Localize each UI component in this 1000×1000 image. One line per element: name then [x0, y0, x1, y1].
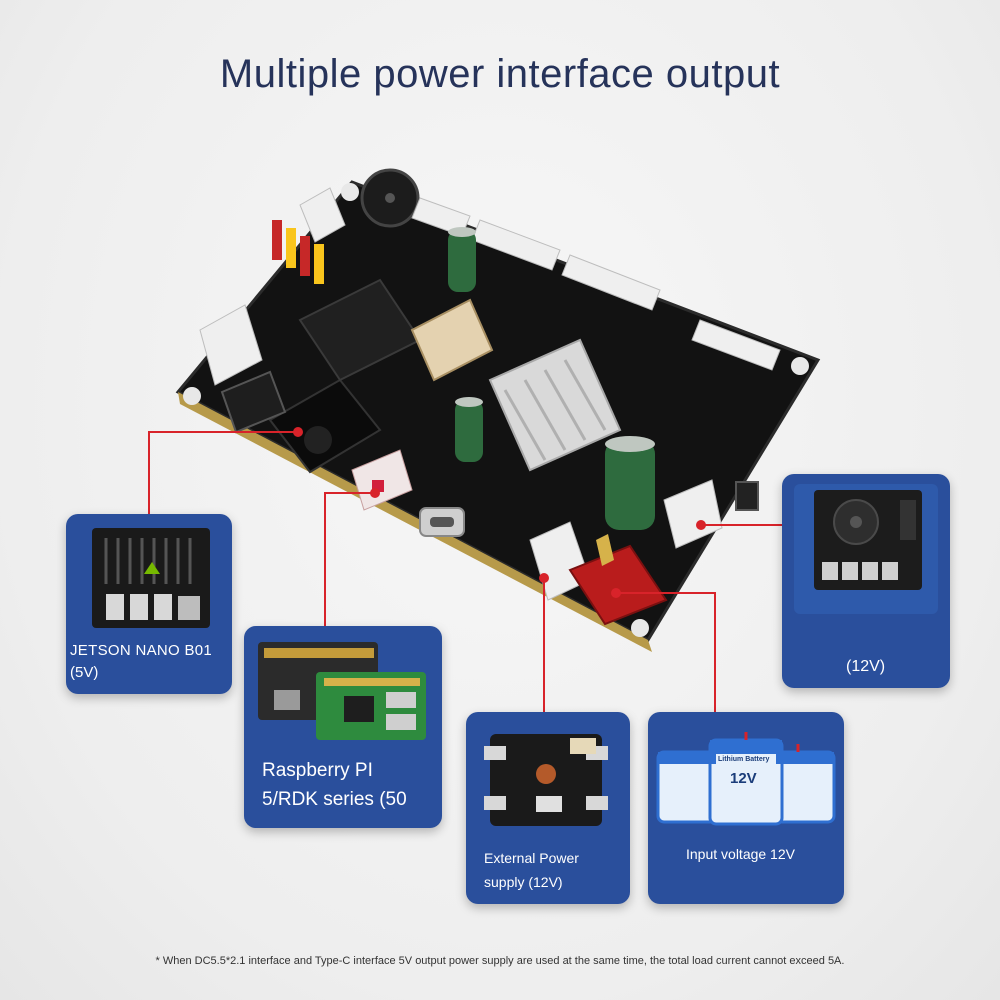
connector-line-external-v — [543, 578, 545, 718]
heatsink — [488, 338, 622, 472]
footnote: * When DC5.5*2.1 interface and Type-C in… — [155, 955, 845, 967]
jetson-orin-image — [814, 490, 922, 590]
pcb-edge — [178, 392, 652, 652]
jetson-label-name: JETSON NANO B01 — [70, 642, 213, 659]
connector-dot-external — [539, 573, 549, 583]
input-voltage-label: Input voltage 12V — [686, 846, 795, 862]
jetson-nano-image — [92, 528, 210, 628]
external-label-line2: supply (12V) — [484, 874, 563, 890]
power-switch — [735, 481, 759, 511]
connector-line-raspberry-h — [324, 492, 374, 494]
connector-line-input-v — [714, 592, 716, 716]
page-title: Multiple power interface output — [219, 52, 781, 96]
battery-brand-label: Lithium Battery — [718, 756, 770, 763]
connector-line-input-h — [616, 592, 716, 594]
dc-jack — [268, 378, 382, 474]
top-connectors — [411, 197, 781, 371]
connector-line-jetson-h — [148, 431, 298, 433]
card-external-power: External Power supply (12V) — [466, 712, 630, 904]
card-orin-12v: (12V) — [782, 474, 950, 688]
raspberry-pi-image — [258, 642, 426, 740]
connector-dot-jetson — [293, 427, 303, 437]
card-input-voltage: Lithium Battery 12V Input voltage 12V — [648, 712, 844, 904]
battery-voltage-label: 12V — [730, 770, 757, 787]
connector-line-raspberry-v — [324, 492, 326, 632]
raspberry-label-name: Raspberry PI — [262, 760, 373, 781]
connector-dot-orin — [696, 520, 706, 530]
lithium-battery-image — [656, 732, 836, 826]
connector-line-jetson-v — [148, 431, 150, 521]
power-distribution-board-image — [484, 734, 608, 826]
capacitors — [448, 227, 655, 530]
card-raspberry-pi: Raspberry PI 5/RDK series (50 — [244, 626, 442, 828]
card-jetson-nano: JETSON NANO B01 (5V) — [66, 514, 232, 694]
connector-dot-input — [611, 588, 621, 598]
jetson-label-voltage: (5V) — [70, 664, 99, 681]
external-label-line1: External Power — [484, 850, 579, 866]
connector-dot-raspberry — [370, 488, 380, 498]
raspberry-label-series: 5/RDK series (50 — [262, 789, 407, 810]
connector-line-orin-h — [700, 524, 784, 526]
left-connectors — [199, 187, 346, 386]
orin-voltage-label: (12V) — [846, 658, 886, 675]
pin-headers — [272, 220, 324, 284]
